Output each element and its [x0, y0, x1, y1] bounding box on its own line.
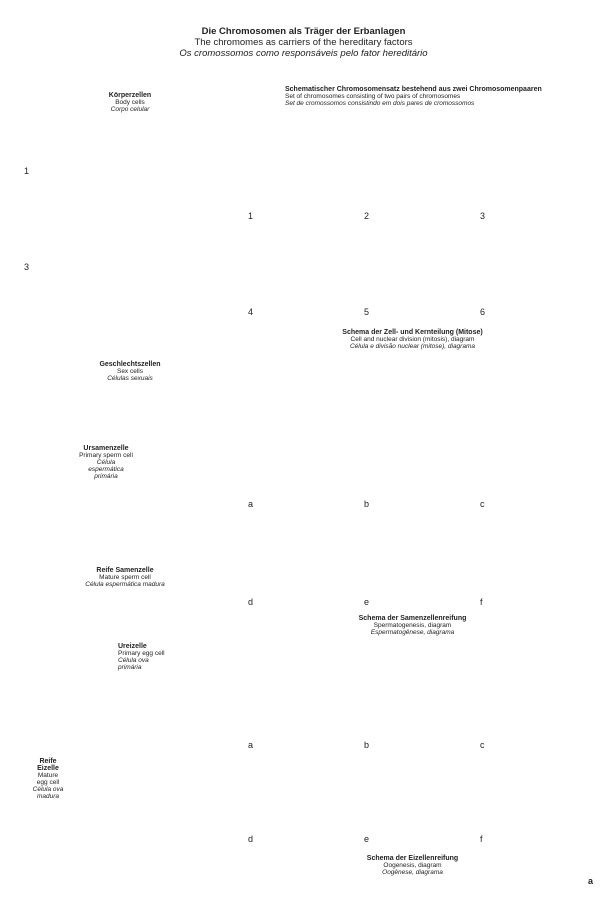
oo-label-e: e	[364, 834, 370, 844]
spermatogenesis-panel	[234, 416, 590, 612]
mature-egg-pt2: madura	[36, 793, 60, 800]
mature-sperm-pt: Célula espermática madura	[85, 581, 165, 588]
mitosis-label-1: 1	[248, 211, 254, 221]
oogenesis-caption-pt: Oogênese, diagrama	[382, 869, 443, 876]
mature-egg-en1: Mature	[37, 772, 59, 779]
mitosis-caption: Schema der Zell- und Kernteilung (Mitose…	[235, 329, 590, 350]
mitosis-panel	[234, 132, 590, 326]
primary-sperm-pt3: primária	[94, 473, 118, 480]
title-de: Die Chromosomen als Träger der Erbanlage…	[201, 26, 406, 37]
primary-egg-pt2: primária	[118, 664, 142, 671]
body-cell-label-1: 1	[24, 166, 30, 176]
chromosome-legend-icon	[240, 95, 275, 113]
body-cells-heading: Körperzellen Body cells Corpo celular	[50, 92, 210, 113]
mature-sperm-de: Reife Samenzelle	[96, 567, 154, 574]
oogenesis-caption-de: Schema der Eizellenreifung	[366, 855, 459, 862]
mature-egg-en2: egg cell	[36, 779, 60, 786]
mature-egg-de1: Reife	[39, 758, 57, 765]
body-cell-3	[45, 233, 198, 319]
condensed-chromosomes	[78, 253, 140, 307]
oo-label-d: d	[248, 834, 254, 844]
chromosome-legend-pt: Set de cromossomos consistindo em dois p…	[285, 100, 475, 107]
primary-sperm-label: Ursamenzelle Primary sperm cell Célula e…	[68, 445, 144, 480]
spermatogenesis-caption-en: Spermatogenesis, diagram	[373, 622, 452, 629]
title-pt: Os cromossomos como responsáveis pelo fa…	[179, 48, 428, 59]
mature-egg-cell	[78, 703, 222, 847]
primary-egg-en: Primary egg cell	[118, 650, 165, 657]
spermatogenesis-caption-pt: Espermatogênese, diagrama	[370, 629, 455, 636]
mitosis-label-2: 2	[364, 211, 370, 221]
body-cells-en: Body cells	[115, 99, 145, 106]
mitosis-label-3: 3	[480, 211, 486, 221]
oogenesis-caption-en: Oogenesis, diagram	[383, 862, 442, 869]
sex-cells-en: Sex cells	[116, 368, 143, 375]
mitosis-caption-pt: Célula e divisão nuclear (mitose), diagr…	[349, 343, 475, 350]
oogenesis-panel	[234, 657, 590, 852]
oogenesis-caption: Schema der Eizellenreifung Oogenesis, di…	[235, 855, 590, 876]
oo-label-b: b	[364, 740, 370, 750]
sperm-label-d: d	[248, 597, 254, 607]
chromosome-legend: Schematischer Chromosomensatz bestehend …	[285, 86, 595, 107]
spermatogenesis-caption: Schema der Samenzellenreifung Spermatoge…	[235, 615, 590, 636]
page-title: Die Chromosomen als Träger der Erbanlage…	[0, 26, 607, 59]
sperm-label-b: b	[364, 499, 370, 509]
sperm-label-e: e	[364, 597, 370, 607]
primary-egg-pt1: Célula ova	[118, 657, 149, 664]
sperm-label-a: a	[248, 499, 254, 509]
mature-egg-de2: Eizelle	[37, 765, 59, 772]
primary-sperm-en: Primary sperm cell	[79, 452, 133, 459]
oo-label-f: f	[480, 834, 483, 844]
sex-cells-de: Geschlechtszellen	[99, 361, 161, 368]
primary-egg-de: Ureizelle	[118, 643, 147, 650]
body-cells-pt: Corpo celular	[110, 106, 150, 113]
primary-sperm-de: Ursamenzelle	[83, 445, 129, 452]
body-cell-1	[45, 137, 199, 219]
mature-egg-pt1: Célula ova	[32, 786, 64, 793]
body-cells-de: Körperzellen	[108, 92, 152, 99]
body-cell-label-3: 3	[24, 262, 30, 272]
mitosis-label-6: 6	[480, 307, 486, 317]
sex-cells-pt: Células sexuais	[107, 375, 153, 382]
mitosis-caption-en: Cell and nuclear division (mitosis), dia…	[350, 336, 475, 343]
title-en: The chromomes as carriers of the heredit…	[194, 37, 413, 48]
oo-label-a: a	[248, 740, 254, 750]
chromosome-legend-de: Schematischer Chromosomensatz bestehend …	[285, 86, 542, 93]
oo-label-c: c	[480, 740, 485, 750]
corner-label: a	[588, 876, 594, 886]
spermatogenesis-caption-de: Schema der Samenzellenreifung	[358, 615, 467, 622]
mature-egg-label: Reife Eizelle Mature egg cell Célula ova…	[18, 758, 78, 800]
primary-egg-cell	[18, 625, 114, 721]
sperm-label-c: c	[480, 499, 485, 509]
primary-egg-label: Ureizelle Primary egg cell Célula ova pr…	[118, 643, 198, 671]
primary-sperm-pt2: espermática	[88, 466, 124, 473]
mature-sperm-label: Reife Samenzelle Mature sperm cell Célul…	[70, 567, 180, 588]
mitosis-label-5: 5	[364, 307, 370, 317]
mitosis-label-4: 4	[248, 307, 254, 317]
sex-cells-heading: Geschlechtszellen Sex cells Células sexu…	[50, 361, 210, 382]
mitosis-caption-de: Schema der Zell- und Kernteilung (Mitose…	[342, 329, 483, 336]
sperm-label-f: f	[480, 597, 483, 607]
chromosome-legend-en: Set of chromosomes consisting of two pai…	[285, 93, 461, 100]
primary-sperm-pt1: Célula	[96, 459, 116, 466]
mature-sperm-en: Mature sperm cell	[99, 574, 151, 581]
